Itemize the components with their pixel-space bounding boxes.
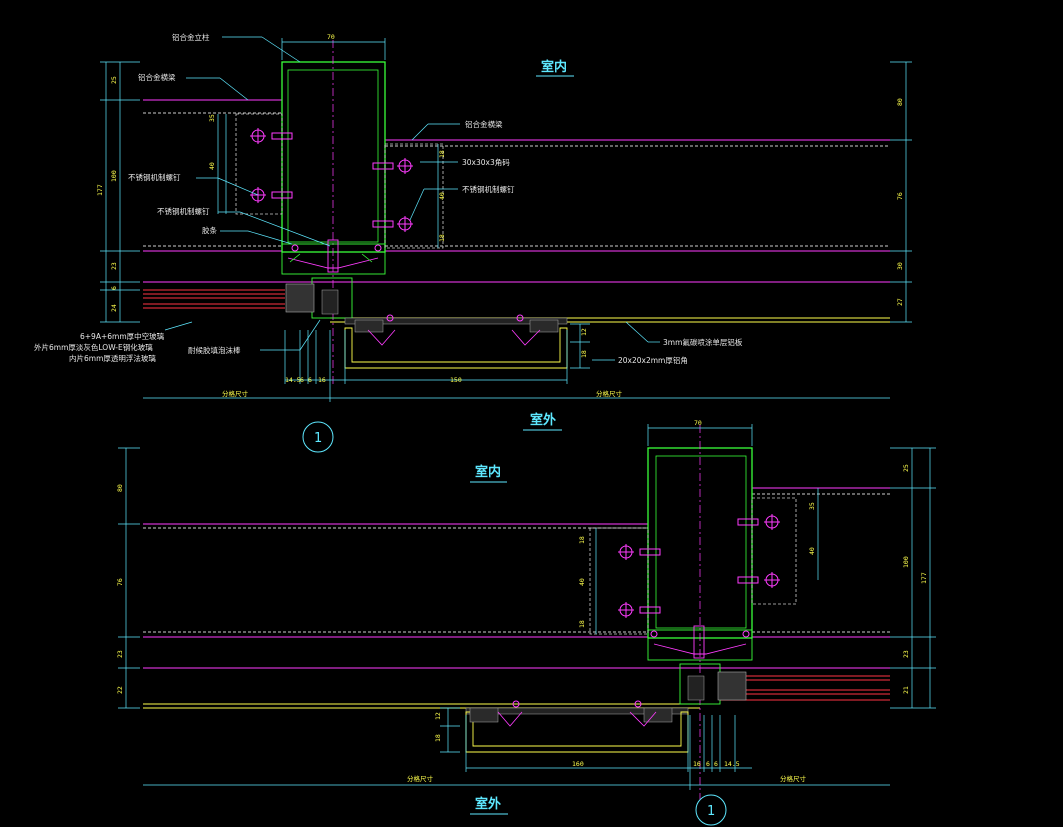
label-panel: 3mm氟碳喷涂单层铝板	[663, 337, 743, 347]
label-glass-2: 外片6mm厚淡灰色LOW-E钢化玻璃	[34, 342, 153, 352]
bottom-label-grid-right: 分格尺寸	[780, 774, 807, 783]
top-aluminum-panel	[344, 314, 568, 369]
bottom-dim-panel-18: 18	[434, 734, 442, 742]
bottom-dim-mid-18a: 18	[578, 536, 586, 544]
bottom-label-grid-left: 分格尺寸	[407, 774, 434, 783]
dim-bot-16: 16	[318, 376, 326, 384]
bottom-dim-mid-40: 40	[578, 578, 586, 586]
label-transom-right: 铝合金横梁	[465, 119, 503, 129]
dim-left-25: 25	[110, 76, 118, 84]
bottom-dim-bot-6a: 6	[706, 760, 710, 768]
top-callout-circle	[302, 421, 334, 453]
bottom-dim-right-100: 100	[902, 556, 910, 568]
dim-bot-6b: 6	[308, 376, 312, 384]
dim-left-40: 40	[208, 162, 216, 170]
bottom-dim-left-23: 23	[116, 650, 124, 658]
dim-left-23: 23	[110, 262, 118, 270]
bottom-dim-right-25: 25	[902, 464, 910, 472]
label-angle: 30x30x3角码	[462, 157, 510, 167]
bottom-dim-bot-160: 160	[572, 760, 584, 768]
label-grid-left: 分格尺寸	[222, 389, 249, 398]
bottom-dim-bot-6b: 6	[714, 760, 718, 768]
bottom-callout-circle	[695, 794, 727, 826]
dim-panel-12: 12	[580, 328, 588, 336]
label-glass-1: 6+9A+6mm厚中空玻璃	[80, 331, 165, 341]
dim-left-35: 35	[208, 114, 216, 122]
top-title-outdoor: 室外	[530, 412, 556, 428]
dim-left-6: 6	[110, 286, 118, 290]
dim-bot-14-5: 14.5	[285, 376, 301, 384]
bottom-callout-number: 1	[707, 804, 715, 819]
bottom-dim-bot-14-5: 14.5	[724, 760, 740, 768]
dim-panel-18: 18	[580, 350, 588, 358]
label-sealant: 耐候胶填泡沫棒	[188, 345, 241, 355]
bottom-dim-width: 70	[694, 419, 702, 427]
bottom-dim-left-80: 80	[116, 484, 124, 492]
dim-bot-150: 150	[450, 376, 462, 384]
dim-left-100: 100	[110, 170, 118, 182]
bottom-title-outdoor: 室外	[475, 796, 501, 812]
top-callout-number: 1	[314, 431, 322, 446]
label-screw-1: 不锈钢机制螺钉	[128, 172, 181, 182]
label-screw-3: 不锈钢机制螺钉	[157, 206, 210, 216]
top-angle-clip-left	[235, 113, 293, 215]
bottom-aluminum-panel	[465, 700, 689, 753]
label-gasket: 胶条	[202, 225, 217, 235]
bottom-dim-bot-16: 16	[693, 760, 701, 768]
label-transom-left: 铝合金横梁	[138, 72, 176, 82]
dim-mid-18b: 18	[438, 234, 446, 242]
bottom-dim-right-21: 21	[902, 686, 910, 694]
top-detail: 室内 室外 1 铝合金立柱 铝合金横梁 铝合金横梁 30x30x3角码 不锈钢机…	[34, 32, 912, 453]
dim-left-177: 177	[96, 184, 104, 196]
dim-right-27: 27	[896, 298, 904, 306]
dim-right-30: 30	[896, 262, 904, 270]
dim-right-80: 80	[896, 98, 904, 106]
bottom-title-indoor: 室内	[475, 464, 501, 480]
bottom-dim-panel-12: 12	[434, 712, 442, 720]
label-glass-3: 内片6mm厚透明浮法玻璃	[69, 353, 156, 363]
bottom-dim-right-177: 177	[920, 572, 928, 584]
top-leaders	[164, 36, 660, 361]
bottom-dim-inner-35: 35	[808, 502, 816, 510]
label-grid-right: 分格尺寸	[596, 389, 623, 398]
bottom-dim-left-22: 22	[116, 686, 124, 694]
bottom-detail: 室内 室外 1 分格尺寸 分格尺寸 70 80 76 23 22 25 100 …	[116, 419, 936, 826]
bottom-angle-clip-right	[737, 497, 797, 605]
dim-right-76: 76	[896, 192, 904, 200]
dim-bot-6a: 6	[300, 376, 304, 384]
label-screw-2: 不锈钢机制螺钉	[462, 184, 515, 194]
dim-mid-40: 40	[438, 192, 446, 200]
dim-mid-18a: 18	[438, 150, 446, 158]
top-transom-lines	[143, 99, 890, 323]
top-angle-clip-right	[372, 143, 444, 249]
dim-left-24: 24	[110, 304, 118, 312]
bottom-transom-lines	[143, 487, 890, 709]
top-dim-lines	[100, 38, 912, 402]
bottom-dim-mid-18b: 18	[578, 620, 586, 628]
bottom-dim-inner-40: 40	[808, 547, 816, 555]
bottom-dim-lines	[118, 424, 936, 790]
bottom-dim-right-23: 23	[902, 650, 910, 658]
bottom-dim-left-76: 76	[116, 578, 124, 586]
label-mullion: 铝合金立柱	[172, 32, 210, 42]
dim-top-width: 70	[327, 33, 335, 41]
top-title-indoor: 室内	[541, 59, 567, 75]
label-tube: 20x20x2mm厚铝角	[618, 355, 688, 365]
bottom-angle-clip-left	[589, 527, 661, 635]
